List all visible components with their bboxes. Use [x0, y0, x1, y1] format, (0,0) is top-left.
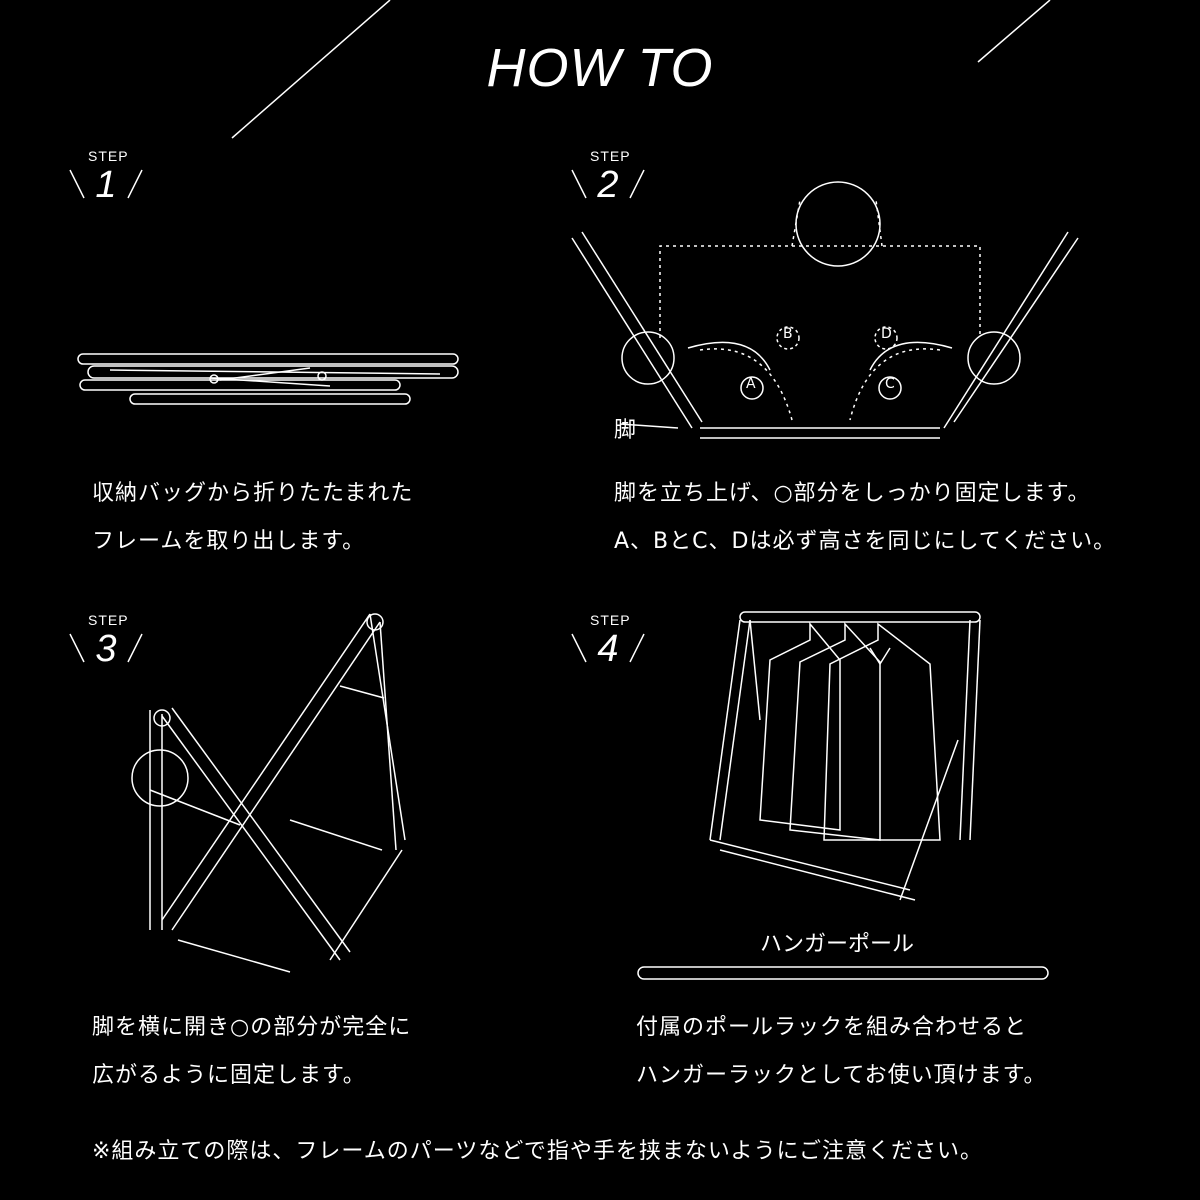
frame-spreading-illustration — [120, 600, 420, 990]
callout-a: A — [746, 376, 756, 392]
step-label: STEP — [590, 148, 631, 164]
step-2-line-2: A、BとC、Dは必ず高さを同じにしてください。 — [614, 529, 1117, 554]
frame-unfolding-illustration — [560, 180, 1100, 470]
step-4-line-1: 付属のポールラックを組み合わせると — [636, 1015, 1028, 1040]
step-number: 1 — [95, 164, 117, 206]
step-4-badge: STEP 4 — [566, 612, 656, 682]
callout-b: B — [783, 326, 793, 342]
step-1-description: 収納バッグから折りたたまれた フレームを取り出します。 — [92, 470, 413, 566]
step-1-line-1: 収納バッグから折りたたまれた — [92, 481, 414, 506]
hanger-pole-illustration — [636, 964, 1052, 984]
footnote: ※組み立ての際は、フレームのパーツなどで指や手を挟まないようにご注意ください。 — [92, 1139, 984, 1164]
pole-label: ハンガーポール — [760, 932, 915, 957]
step-1-line-2: フレームを取り出します。 — [92, 529, 366, 554]
page-title: HOW TO — [486, 38, 714, 98]
leg-label: 脚 — [614, 418, 637, 443]
step-3-line-1: 脚を横に開き○の部分が完全に — [92, 1015, 412, 1040]
step-label: STEP — [88, 148, 129, 164]
step-2-badge: STEP 2 — [566, 148, 656, 218]
callout-d: D — [881, 326, 892, 342]
step-2-description: 脚を立ち上げ、○部分をしっかり固定します。 A、BとC、Dは必ず高さを同じにして… — [614, 470, 1116, 566]
step-number: 2 — [597, 164, 619, 206]
step-number: 3 — [95, 628, 117, 670]
folded-frame-illustration — [70, 340, 470, 420]
step-number: 4 — [597, 628, 619, 670]
callout-c: C — [885, 376, 895, 392]
step-2-line-1: 脚を立ち上げ、○部分をしっかり固定します。 — [614, 481, 1091, 506]
step-4-line-2: ハンガーラックとしてお使い頂けます。 — [636, 1063, 1047, 1088]
step-3-line-2: 広がるように固定します。 — [92, 1063, 366, 1088]
step-3-badge: STEP 3 — [64, 612, 154, 682]
hanger-rack-illustration — [700, 600, 990, 920]
step-1-badge: STEP 1 — [64, 148, 154, 218]
step-3-description: 脚を横に開き○の部分が完全に 広がるように固定します。 — [92, 1004, 411, 1100]
step-4-description: 付属のポールラックを組み合わせると ハンガーラックとしてお使い頂けます。 — [636, 1004, 1046, 1100]
step-label: STEP — [88, 612, 129, 628]
step-label: STEP — [590, 612, 631, 628]
decor-lines — [0, 0, 1200, 200]
